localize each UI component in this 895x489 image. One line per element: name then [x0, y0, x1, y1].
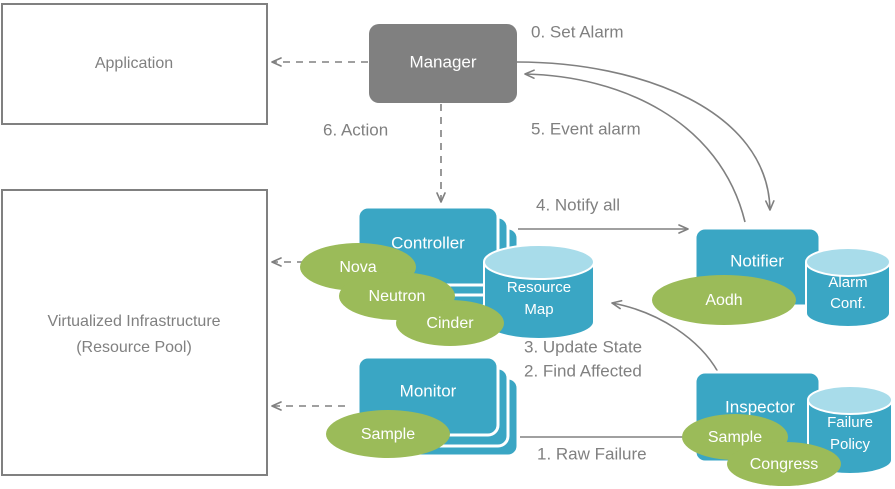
flow-label-find-affected: 2. Find Affected [524, 361, 642, 380]
alarm-conf-label-line2: Conf. [830, 295, 866, 312]
nova-ellipse-label: Nova [339, 259, 376, 276]
notifier-node-label: Notifier [730, 251, 784, 270]
infrastructure-box-label-line2: (Resource Pool) [76, 339, 192, 356]
resource-map-cylinder[interactable]: Resource Map [483, 244, 595, 340]
flow-label-notify-all: 4. Notify all [536, 195, 620, 214]
flow-arrow-event-alarm [524, 69, 746, 223]
monitor-sample-ellipse-label: Sample [361, 426, 415, 443]
resource-map-label-line2: Map [524, 301, 553, 318]
cinder-ellipse[interactable]: Cinder [396, 300, 504, 346]
flow-label-event-alarm: 5. Event alarm [531, 119, 641, 138]
alarm-conf-cylinder[interactable]: Alarm Conf. [805, 247, 891, 328]
application-box[interactable]: Application [1, 3, 268, 125]
failure-policy-label-line1: Failure [827, 414, 873, 431]
inspector-sample-ellipse-label: Sample [708, 429, 762, 446]
flow-label-update-state: 3. Update State [524, 337, 642, 356]
congress-ellipse[interactable]: Congress [727, 442, 841, 486]
infrastructure-box-label-line1: Virtualized Infrastructure [47, 313, 220, 330]
flow-label-action: 6. Action [323, 120, 388, 139]
controller-node-label: Controller [391, 233, 465, 252]
monitor-sample-ellipse[interactable]: Sample [326, 410, 450, 458]
resource-map-label-line1: Resource [507, 279, 571, 296]
inspector-node-label: Inspector [725, 397, 795, 416]
flow-arrow-update-state [611, 299, 719, 373]
monitor-node-label: Monitor [400, 381, 457, 400]
neutron-ellipse-label: Neutron [369, 288, 426, 305]
congress-ellipse-label: Congress [750, 456, 818, 473]
aodh-ellipse[interactable]: Aodh [652, 275, 796, 325]
failure-policy-label-line2: Policy [830, 436, 871, 453]
flow-label-raw-failure: 1. Raw Failure [537, 444, 647, 463]
cinder-ellipse-label: Cinder [426, 315, 474, 332]
application-box-label: Application [95, 55, 173, 72]
manager-node-label: Manager [409, 52, 476, 71]
flow-label-set-alarm: 0. Set Alarm [531, 22, 624, 41]
alarm-conf-label-line1: Alarm [828, 274, 867, 291]
aodh-ellipse-label: Aodh [705, 292, 742, 309]
infrastructure-box[interactable]: Virtualized Infrastructure (Resource Poo… [1, 189, 268, 476]
flow-arrow-set-alarm [516, 61, 775, 211]
manager-node[interactable]: Manager [369, 24, 517, 103]
